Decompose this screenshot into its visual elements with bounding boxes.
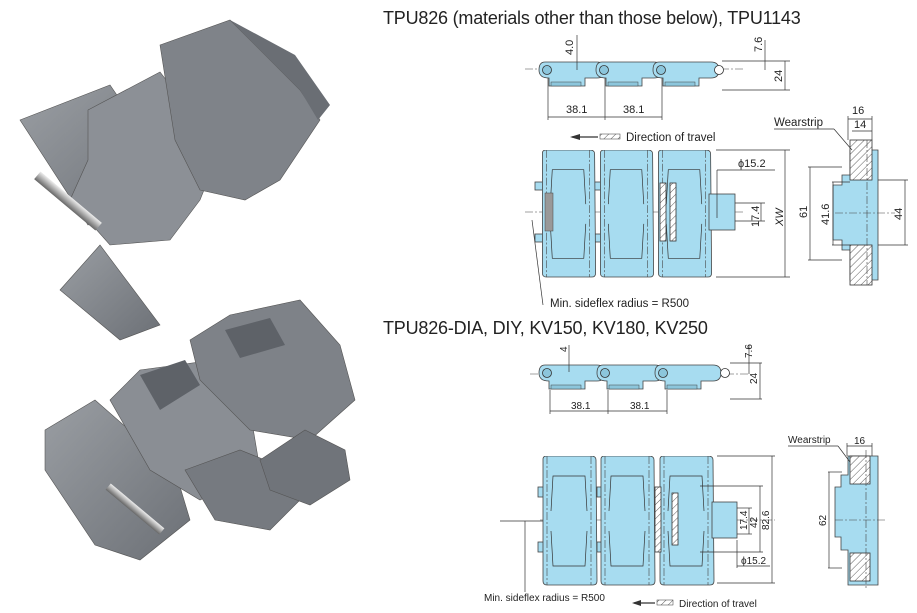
dim-dia: ϕ15.2 [738, 158, 766, 170]
dim-top: 4 [559, 346, 570, 352]
sideflex-label: Min. sideflex radius = R500 [484, 593, 605, 604]
direction-of-travel-1: Direction of travel [570, 132, 715, 144]
chain-photo-dia [44, 299, 356, 561]
pitch-dim-2: 38.1 [623, 104, 644, 116]
pitch-dim-1: 38.1 [571, 401, 591, 412]
dim-82-6: 82.6 [761, 510, 772, 530]
dim-41-6: 41.6 [820, 204, 832, 225]
section-1-title: TPU826 (materials other than those below… [383, 8, 801, 28]
direction-label: Direction of travel [679, 599, 757, 610]
dim-16: 16 [852, 105, 864, 117]
dim-17-4: 17.4 [750, 206, 762, 227]
section-2-title: TPU826-DIA, DIY, KV150, KV180, KV250 [383, 318, 708, 338]
direction-label: Direction of travel [626, 132, 715, 144]
pitch-dim-1: 38.1 [566, 104, 587, 116]
dim-42: 42 [749, 516, 760, 528]
dim-16: 16 [854, 436, 866, 447]
wearstrip-label: Wearstrip [774, 117, 823, 129]
section-view-2: 16 Wearstrip 62 [788, 435, 885, 590]
dim-right-top: 7.6 [744, 344, 755, 358]
sideflex-label: Min. sideflex radius = R500 [550, 298, 689, 310]
dim-top: 4.0 [564, 40, 576, 55]
dim-62: 62 [818, 514, 829, 526]
dim-height: 24 [749, 372, 760, 384]
wearstrip-label: Wearstrip [788, 435, 831, 446]
dim-height: 24 [773, 70, 785, 82]
section-view-1: 16 14 Wearstrip 61 41.6 44 [774, 105, 908, 286]
pin-photo [34, 171, 102, 231]
dim-right-top: 7.6 [753, 37, 765, 52]
chain-photo-standard [19, 19, 330, 341]
dim-17-4: 17.4 [739, 510, 750, 530]
plan-view-2: 82.6 42 17.4 ϕ15.2 Min. sideflex radius … [484, 455, 775, 604]
dim-44: 44 [893, 208, 905, 220]
side-view-2: 38.1 38.1 4 7.6 24 [530, 344, 762, 414]
direction-of-travel-2: Direction of travel [632, 599, 757, 610]
plan-view-1: XW 17.4 ϕ15.2 Min. sideflex radius = R50… [525, 149, 790, 310]
dim-61: 61 [798, 206, 810, 218]
pitch-dim-2: 38.1 [630, 401, 650, 412]
dim-14: 14 [854, 119, 866, 131]
side-view-1: 38.1 38.1 4.0 7.6 24 [525, 35, 790, 120]
dim-dia: ϕ15.2 [741, 556, 767, 567]
dim-xw: XW [774, 207, 786, 227]
